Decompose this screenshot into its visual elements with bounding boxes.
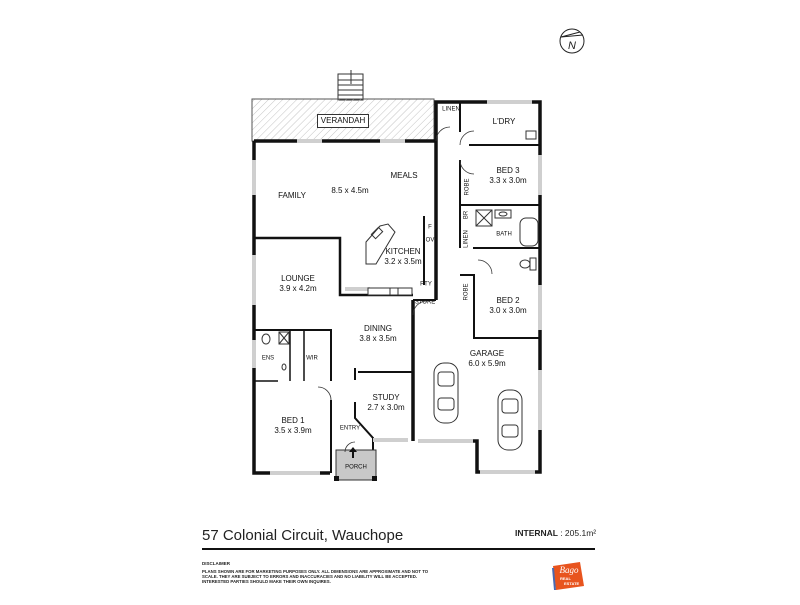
room-label-meals: MEALS (390, 171, 418, 180)
doors (317, 126, 493, 453)
bago-real-estate-logo: Bago REAL ESTATE (552, 562, 584, 590)
porch-area (335, 449, 377, 481)
room-label-br: BR (463, 210, 470, 220)
room-label-robe-bed3: ROBE (464, 178, 471, 196)
room-label-store: STORE (414, 299, 436, 306)
room-label-laundry: L'DRY (492, 117, 516, 126)
room-label-robe-bed2: ROBE (463, 283, 470, 301)
room-label-wir: WIR (306, 355, 318, 362)
room-dims-family-meals: 8.5 x 4.5m (331, 186, 369, 195)
room-label-bath: BATH (496, 231, 512, 238)
room-dims-bed3: 3.3 x 3.0m (489, 176, 527, 185)
kitchen-island (365, 223, 396, 265)
room-label-linen-2: LINEN (463, 230, 470, 248)
room-label-porch: PORCH (345, 464, 367, 471)
property-address: 57 Colonial Circuit, Wauchope (202, 527, 404, 544)
room-dims-kitchen: 3.2 x 3.5m (384, 257, 422, 266)
room-dims-garage: 6.0 x 5.9m (468, 359, 506, 368)
windows (252, 100, 542, 475)
internal-area: INTERNAL : 205.1m² (515, 528, 596, 538)
divider (202, 548, 595, 550)
room-dims-bed2: 3.0 x 3.0m (489, 306, 527, 315)
room-label-bed2: BED 2 (496, 296, 520, 305)
room-label-fridge: F (428, 224, 432, 231)
room-label-entry: ENTRY (339, 425, 361, 432)
room-label-kitchen: KITCHEN (385, 247, 421, 256)
cars (433, 362, 523, 451)
disclaimer-title: DISCLAIMER (202, 561, 230, 566)
room-dims-dining: 3.8 x 3.5m (359, 334, 397, 343)
room-dims-lounge: 3.9 x 4.2m (279, 284, 317, 293)
svg-text:Bago: Bago (560, 565, 579, 575)
svg-text:ESTATE: ESTATE (564, 581, 580, 586)
room-dims-study: 2.7 x 3.0m (367, 403, 405, 412)
room-label-study: STUDY (372, 393, 400, 402)
north-compass-icon: N (559, 28, 585, 54)
room-label-verandah: VERANDAH (317, 114, 369, 128)
room-label-dining: DINING (364, 324, 392, 333)
room-label-pantry: PTY (420, 281, 432, 288)
room-label-oven: OV (425, 237, 435, 244)
cooktop (389, 287, 399, 296)
room-dims-bed1: 3.5 x 3.9m (274, 426, 312, 435)
room-label-ensuite: ENS (261, 355, 275, 362)
bath-fixtures (261, 130, 539, 371)
entry-arrow-icon (349, 447, 357, 458)
svg-text:REAL: REAL (560, 576, 571, 581)
room-label-garage: GARAGE (469, 349, 505, 358)
internal-area-label: INTERNAL (515, 528, 558, 538)
disclaimer-text: PLANS SHOWN ARE FOR MARKETING PURPOSES O… (202, 569, 429, 584)
room-label-bed3: BED 3 (496, 166, 520, 175)
room-label-family: FAMILY (278, 191, 306, 200)
internal-area-value: : 205.1m² (560, 528, 597, 538)
svg-text:N: N (568, 40, 576, 52)
room-label-linen: LINEN (442, 106, 460, 113)
room-label-lounge: LOUNGE (281, 274, 315, 283)
stairs (337, 70, 364, 101)
room-label-bed1: BED 1 (281, 416, 305, 425)
